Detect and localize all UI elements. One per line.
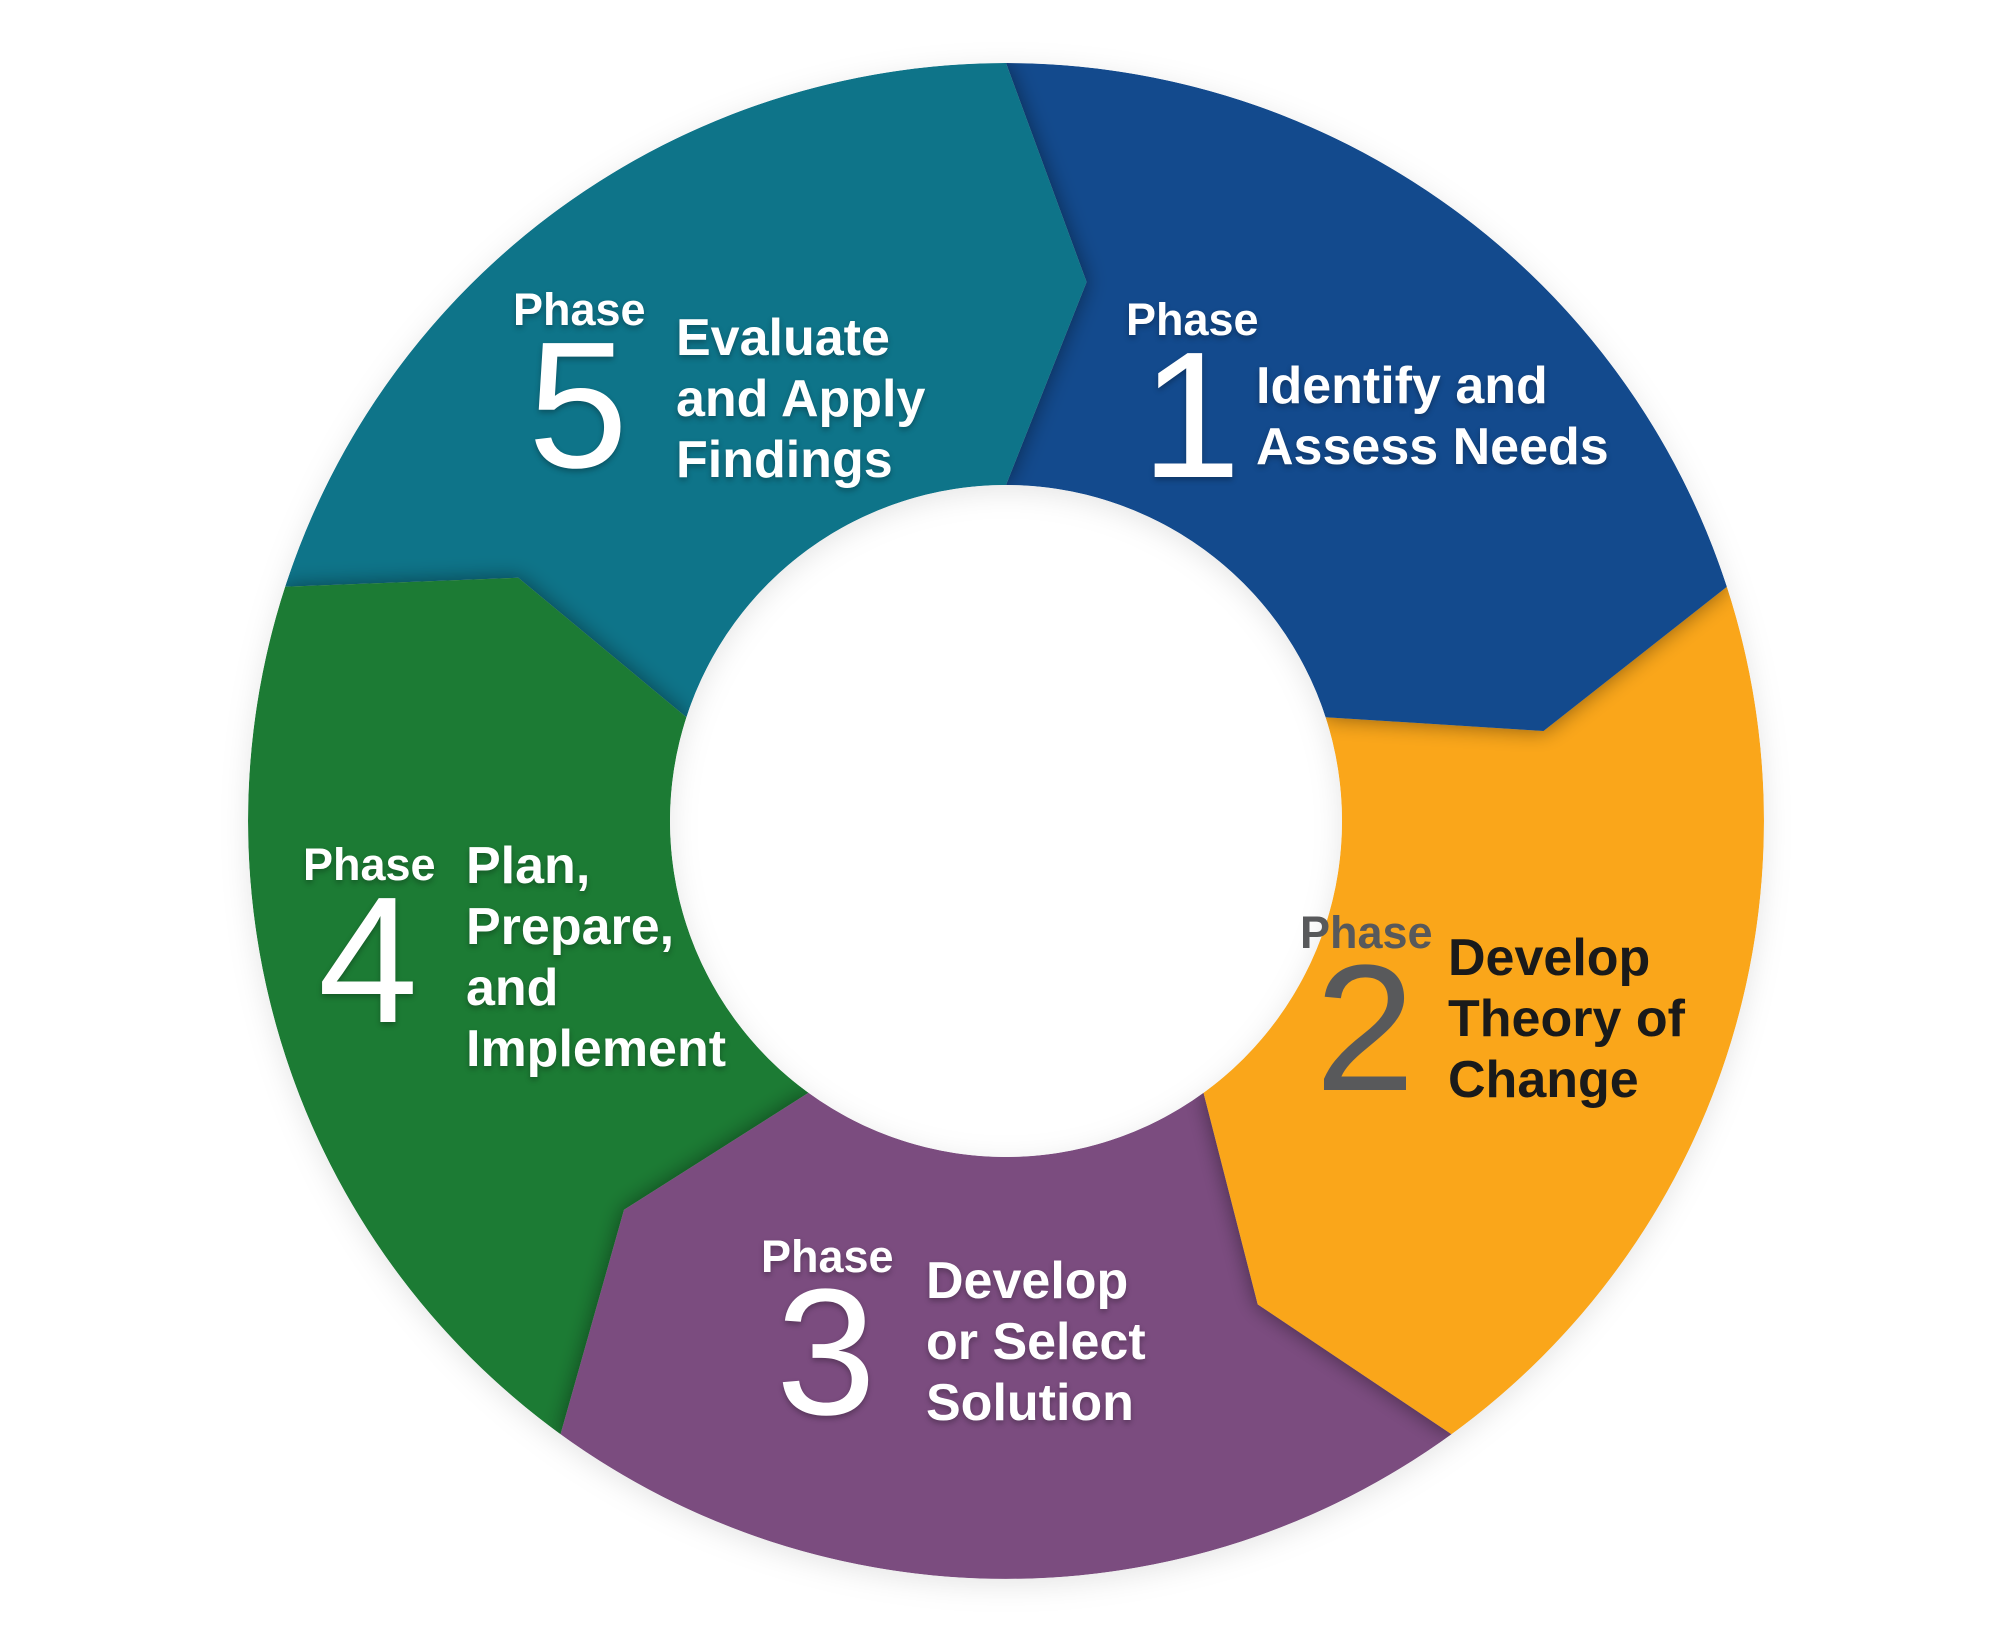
phase-1-segment <box>1006 63 1727 731</box>
